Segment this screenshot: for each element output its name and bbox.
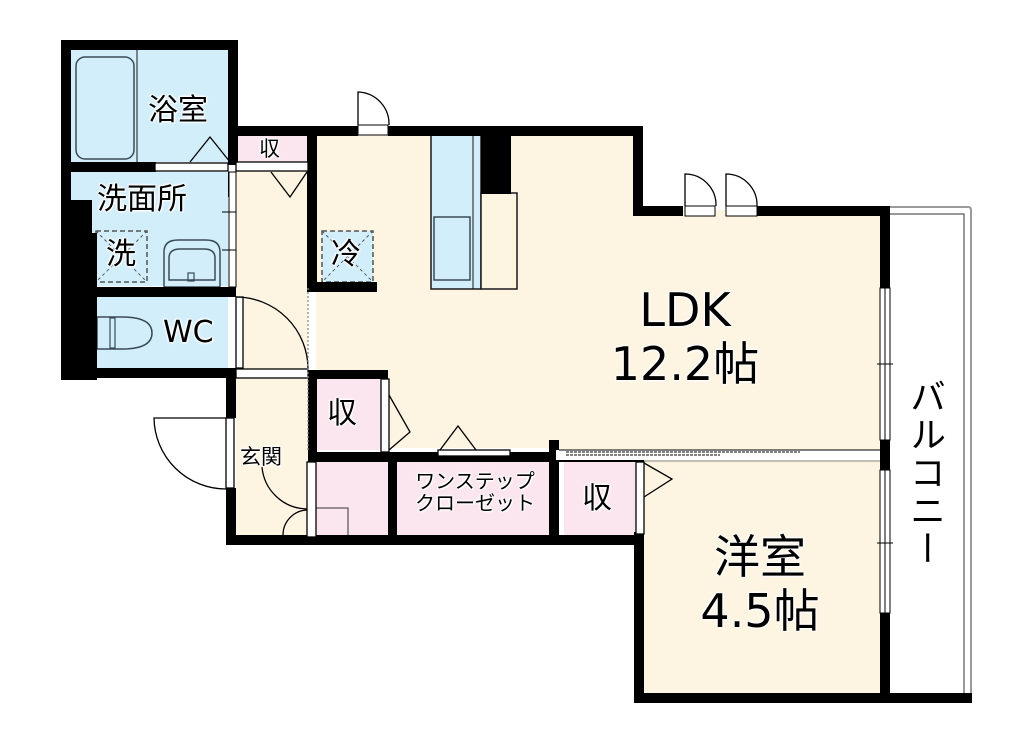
storage-bedroom-floor	[564, 462, 636, 537]
toilet-icon	[96, 316, 153, 350]
closet-label-line2: クローゼット	[415, 491, 535, 515]
doors	[153, 135, 880, 538]
fridge-label: 冷	[331, 237, 361, 272]
balcony-label: バルコニー	[904, 378, 945, 568]
wash-basin-icon	[163, 239, 221, 288]
storage-hall-label: 収	[327, 396, 357, 431]
storage-top-label: 収	[259, 137, 280, 161]
washer-label: 洗	[106, 237, 136, 272]
ldk-label: LDK 12.2帖	[590, 283, 780, 392]
washroom-label: 洗面所	[97, 182, 187, 217]
storage-hall-floor	[317, 378, 381, 450]
washroom-floor	[71, 172, 228, 200]
hallway-floor-upper	[236, 135, 316, 165]
fixtures	[75, 50, 374, 538]
one-step-closet-label: ワンステップ クローゼット	[400, 470, 550, 514]
entrance-storage-floor	[316, 462, 388, 537]
wc-label: WC	[163, 315, 214, 350]
western-room-label: 洋室 4.5帖	[680, 530, 840, 639]
kitchen-cooktop-counter	[480, 192, 518, 290]
ldk-name: LDK	[639, 283, 731, 337]
entrance-label: 玄関	[240, 445, 282, 469]
western-room-floor	[643, 460, 883, 695]
bath-floor	[71, 50, 228, 162]
western-room-name: 洋室	[714, 530, 806, 584]
balcony	[888, 206, 972, 696]
kitchen-sink	[433, 216, 471, 281]
closet-label-line1: ワンステップ	[415, 469, 535, 493]
closet-floor	[397, 462, 549, 537]
kitchen-column	[481, 134, 511, 194]
windows	[222, 91, 893, 614]
ldk-size: 12.2帖	[610, 337, 760, 392]
bath-label: 浴室	[148, 93, 208, 128]
bathtub-icon	[75, 56, 135, 160]
western-room-size: 4.5帖	[700, 584, 820, 639]
storage-bedroom-label: 収	[582, 481, 612, 516]
hallway-floor	[236, 164, 308, 537]
